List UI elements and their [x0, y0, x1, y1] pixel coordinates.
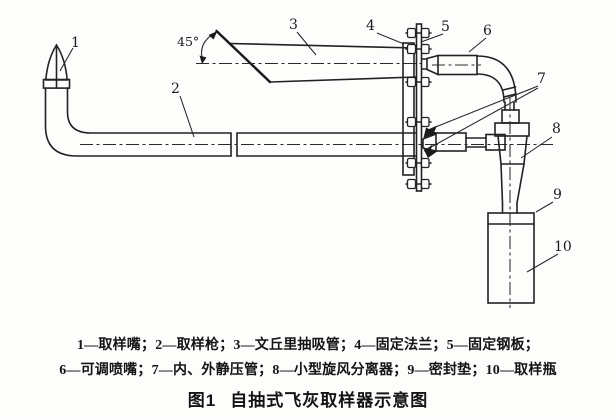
sampler-schematic-drawing	[42, 23, 559, 308]
angle-label-45deg: 45°	[177, 34, 200, 49]
callout-10: 10	[554, 239, 572, 255]
fixing-steel-plate	[415, 23, 423, 192]
callout-9: 9	[553, 187, 562, 203]
legend-line-2: 6—可调喷嘴；7—内、外静压管；8—小型旋风分离器；9—密封垫；10—取样瓶	[59, 363, 557, 378]
flange-bolts	[405, 27, 432, 190]
venturi-tube	[196, 29, 421, 84]
callout-7: 7	[537, 71, 546, 87]
callout-3: 3	[289, 17, 298, 33]
adjustable-nozzle	[421, 54, 481, 76]
callout-1: 1	[71, 35, 80, 51]
callout-2: 2	[171, 81, 180, 97]
callout-6: 6	[483, 23, 492, 39]
static-pressure-tubes	[422, 127, 506, 158]
angle-dimension-arc	[199, 31, 218, 64]
curved-transfer-tube	[476, 55, 520, 124]
callout-4: 4	[366, 18, 375, 34]
callout-leader-lines	[59, 31, 559, 273]
fixing-flange-plate	[402, 42, 415, 176]
cyclone-separator	[494, 98, 530, 308]
callout-5: 5	[441, 19, 450, 35]
figure-number: 图1	[187, 391, 217, 410]
legend-line-1: 1—取样嘴；2—取样枪；3—文丘里抽吸管；4—固定法兰；5—固定钢板；	[77, 338, 539, 353]
sampling-nozzle-shape	[42, 43, 71, 89]
figure-title-text: 自抽式飞灰取样器示意图	[230, 391, 429, 410]
figure-title: 图1 自抽式飞灰取样器示意图	[0, 386, 616, 411]
sampling-gun-tube	[44, 87, 553, 157]
sample-bottle	[487, 212, 535, 304]
callout-8: 8	[552, 121, 561, 137]
